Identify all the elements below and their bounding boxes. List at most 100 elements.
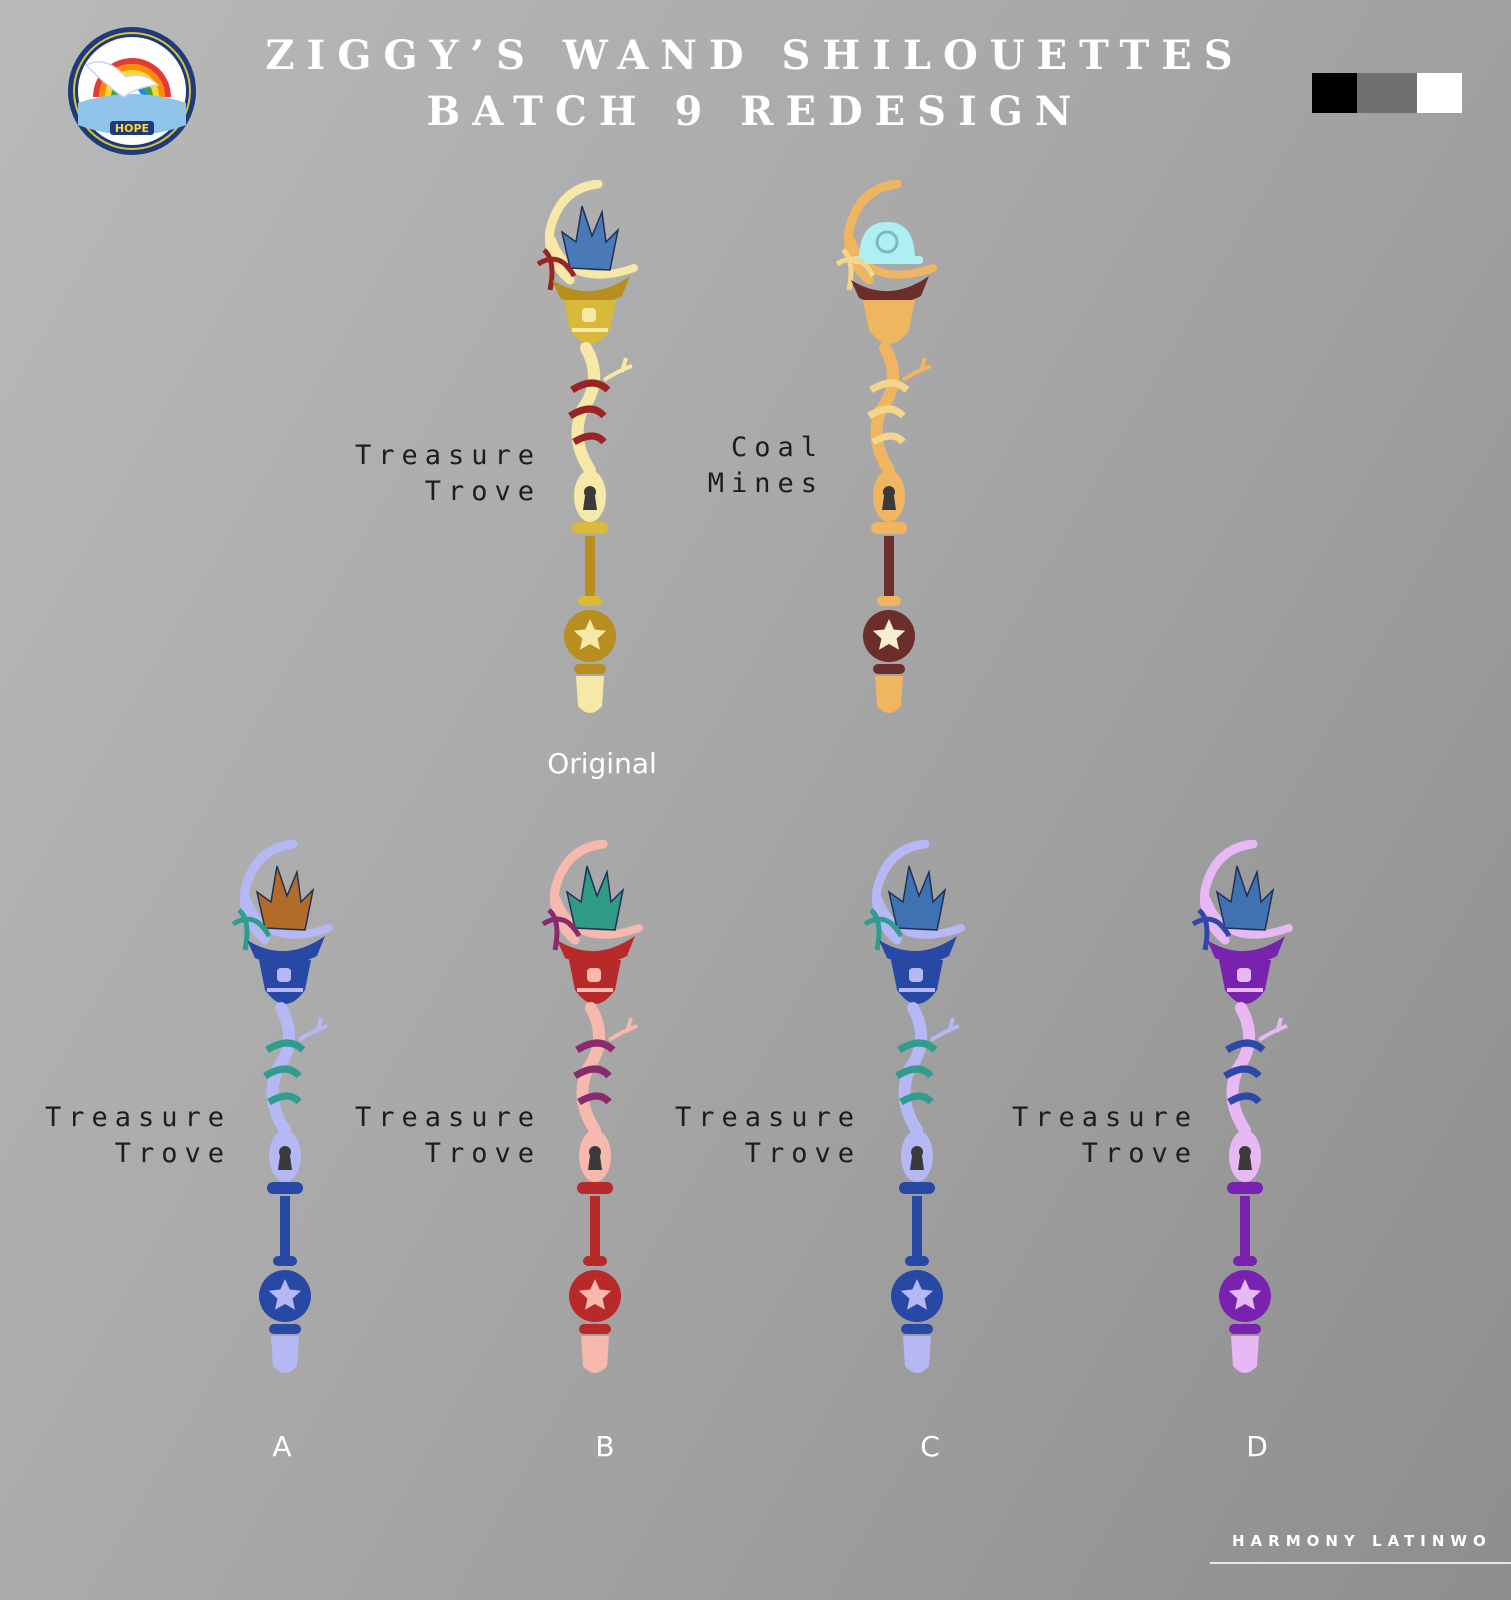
wand-hook (239, 840, 298, 945)
wand-original (536, 180, 638, 713)
wand-branch (602, 357, 633, 382)
wand-skull-window (909, 968, 923, 982)
wand-crescent (875, 896, 965, 939)
wand-hook (1199, 840, 1258, 945)
wand-tip (576, 676, 604, 713)
wand-head-cup (1207, 936, 1285, 965)
swatch-black (1312, 73, 1357, 113)
wand-branch (1257, 1017, 1288, 1042)
miner-helmet-icon (859, 222, 915, 260)
artist-credit: HARMONY LATINWO (1232, 1532, 1492, 1550)
crystal-icon (560, 205, 620, 271)
helmet-lamp (875, 230, 899, 254)
wand-branch (901, 357, 932, 382)
wand-hook (871, 840, 930, 945)
wand-rod (585, 536, 595, 596)
wand-skull-window (1237, 968, 1251, 982)
swatch-gray (1357, 73, 1417, 113)
wand-b (541, 840, 643, 1373)
title-line-1: ZIGGY’S WAND SHILOUETTES (265, 32, 1245, 79)
wand-branch (929, 1017, 960, 1042)
caption-c: C (920, 1430, 940, 1463)
wand-ribbon-shaft (263, 1039, 306, 1106)
wand-hook (549, 840, 608, 945)
footer-divider (1210, 1562, 1511, 1564)
page-title: ZIGGY’S WAND SHILOUETTES BATCH 9 REDESIG… (260, 28, 1250, 140)
wand-rod-ring (583, 1256, 607, 1266)
star-icon (573, 619, 607, 650)
wand-skull-teeth (1227, 988, 1263, 992)
wand-collar (899, 1182, 935, 1194)
wand-ribbon-shaft (867, 379, 910, 446)
keyhole-icon (883, 486, 895, 498)
wand-collar (267, 1182, 303, 1194)
wand-rod (912, 1196, 922, 1256)
logo-text: HOPE (115, 122, 149, 135)
wand-pommel-ring (579, 1324, 611, 1334)
wand-head-cup (247, 936, 325, 965)
wand-crescent (548, 236, 638, 279)
caption-d: D (1246, 1430, 1268, 1463)
wand-tip (903, 1336, 931, 1373)
helmet-brim (853, 256, 923, 264)
caption-a: A (272, 1430, 292, 1463)
wand-ribbon-shaft (1223, 1039, 1266, 1106)
wand-tip (581, 1336, 609, 1373)
wand-hook (843, 180, 902, 285)
wand-pommel-ring (574, 664, 606, 674)
keyhole-icon-stem (910, 1156, 924, 1170)
wand-crescent (243, 896, 333, 939)
keyhole-icon-stem (882, 496, 896, 510)
wand-pommel-ring (269, 1324, 301, 1334)
wand-a (231, 840, 333, 1373)
keyhole-icon (1239, 1146, 1251, 1158)
wand-collar (871, 522, 907, 534)
crystal-icon (565, 865, 625, 931)
keyhole-icon (279, 1146, 291, 1158)
swatch-white (1417, 73, 1462, 113)
caption-original: Original (547, 747, 657, 780)
star-icon (900, 1279, 934, 1310)
wand-collar (572, 522, 608, 534)
wand-tip (271, 1336, 299, 1373)
keyhole-icon (911, 1146, 923, 1158)
wand-rod-ring (578, 596, 602, 606)
wand-rod (590, 1196, 600, 1256)
wand-pommel-ring (873, 664, 905, 674)
value-swatch-strip (1312, 73, 1462, 113)
wand-skull-teeth (871, 328, 907, 332)
wand-crescent (1203, 896, 1293, 939)
star-icon (872, 619, 906, 650)
wand-ribbon-top (541, 908, 582, 951)
crystal-icon (255, 865, 315, 931)
wand-rod (884, 536, 894, 596)
wand-head-cup (851, 276, 929, 305)
wand-branch (297, 1017, 328, 1042)
wand-head-cup (879, 936, 957, 965)
wand-rod-ring (273, 1256, 297, 1266)
wand-collar (1227, 1182, 1263, 1194)
wand-coal-mines (835, 180, 937, 713)
wand-skull-teeth (572, 328, 608, 332)
wand-hook (544, 180, 603, 285)
wand-ribbon-top (835, 248, 876, 291)
hope-dove-logo-icon: HOPE (68, 27, 196, 155)
star-icon (578, 1279, 612, 1310)
wand-c (863, 840, 965, 1373)
wand-rod (1240, 1196, 1250, 1256)
caption-b: B (595, 1430, 615, 1463)
wand-ribbon-top (231, 908, 272, 951)
keyhole-icon-stem (1238, 1156, 1252, 1170)
wand-ribbon-top (536, 248, 577, 291)
wand-crescent (847, 236, 937, 279)
wand-rod-ring (1233, 1256, 1257, 1266)
wand-skull-teeth (577, 988, 613, 992)
wand-tip (1231, 1336, 1259, 1373)
star-icon (268, 1279, 302, 1310)
